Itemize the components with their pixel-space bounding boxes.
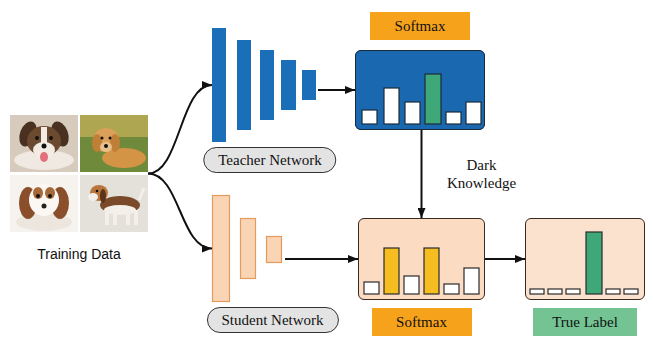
dog-photos: [10, 115, 148, 232]
softmax-output-box: Softmax: [358, 218, 485, 300]
arrow-connector: [318, 89, 355, 91]
teacher-network: Teacher Network: [212, 28, 318, 142]
arrow-connector: [285, 258, 358, 260]
student-network: Student Network: [212, 195, 285, 302]
teacher-distribution: [355, 50, 485, 130]
edge-label: Dark Knowledge: [432, 155, 532, 193]
label-tag: True Label: [533, 308, 637, 336]
network-pill: Teacher Network: [203, 147, 336, 173]
label-distribution: [525, 218, 645, 300]
photo-group: Training Data: [10, 115, 148, 232]
arrow-connector: [421, 130, 423, 218]
softmax-tag: Softmax: [370, 12, 470, 40]
caption-label: Training Data: [37, 246, 121, 263]
softmax-tag: Softmax: [372, 308, 472, 336]
arrow-connector: [148, 174, 212, 249]
softmax-output-box: Softmax: [355, 50, 485, 130]
teacher-layers: [212, 28, 316, 142]
student-distribution: [358, 218, 485, 300]
label-box: True Label: [525, 218, 645, 300]
arrow-connector: [485, 258, 525, 260]
network-pill: Student Network: [206, 307, 338, 333]
student-layers: [213, 196, 282, 302]
